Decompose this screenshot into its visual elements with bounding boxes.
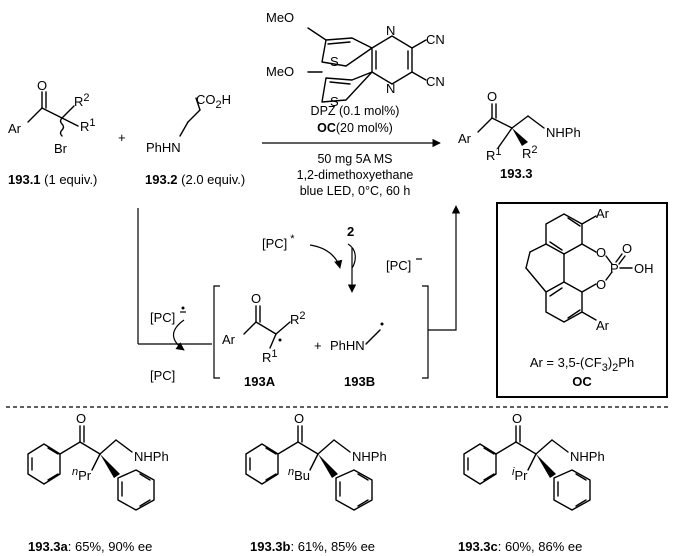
dpz-loading: DPZ (0.1 mol%) [311,104,400,118]
product-o: O [487,89,497,104]
oc-o-top: O [596,245,606,260]
reactant1-r2: R2 [74,92,90,109]
intermediate-193b: PhHN 193B [330,322,384,389]
ex-b-nhph: NHPh [352,449,387,464]
product-r1: R1 [486,146,502,163]
reactant2-label: 193.2 (2.0 equiv.) [145,172,245,187]
example-193-3b: O NHPh nBu 193.3b: 61%, 85% ee [245,411,387,554]
dpz-cn-bottom: CN [426,74,445,89]
compound-2: 2 [347,224,354,239]
condition-solvent: 1,2-dimethoxyethane [297,168,414,182]
pc-minus-right: [PC] [386,258,411,273]
product-ar: Ar [458,131,472,146]
reactant1-o: O [37,78,47,93]
reactant-193-2: CO2H PhHN 193.2 (2.0 equiv.) [145,92,245,187]
int-a-ar: Ar [222,332,236,347]
ex-c-o: O [512,411,522,426]
product-nhph: NHPh [546,125,581,140]
pc-minus-left: [PC] [150,310,175,325]
dpz-cn-top: CN [426,32,445,47]
int-b-phhn: PhHN [330,338,365,353]
oc-oh: OH [634,261,654,276]
ex-c-substituent: iPr [512,466,528,483]
product-label: 193.3 [500,166,533,181]
oc-loading: OC(20 mol%) [317,121,393,135]
int-a-r2: R2 [290,310,306,327]
reactant-193-1: O Ar R2 R1 Br 193.1 (1 equiv.) [8,78,97,187]
dpz-meo-bottom: MeO [266,64,294,79]
condition-sieves: 50 mg 5A MS [317,152,392,166]
ex-b-substituent: nBu [288,466,310,483]
dpz-n-top: N [386,23,395,38]
product-193-3: O Ar NHPh R1 R2 193.3 [458,89,581,181]
oc-catalyst-box: Ar Ar O O P O OH Ar = 3,5-(CF3)2Ph OC [496,202,668,398]
ex-b-label: 193.3b: 61%, 85% ee [250,539,375,554]
reactant1-r1: R1 [80,117,96,134]
pc-star: [PC]* [262,233,295,251]
reactant2-co2h: CO2H [196,92,231,111]
product-r2: R2 [522,144,538,161]
ex-b-o: O [294,411,304,426]
dpz-s-bottom: S [330,94,339,109]
pc-minus-left-radical [181,306,185,310]
int-a-o: O [251,291,261,306]
oc-ar-definition: Ar = 3,5-(CF3)2Ph [530,355,634,374]
ex-c-label: 193.3c: 60%, 86% ee [458,539,582,554]
mechanism-cycle: [PC]* 2 [PC] [PC] [PC] O Ar R2 R1 193A +… [137,205,461,389]
oc-label: OC [572,374,592,389]
ex-a-nhph: NHPh [134,449,169,464]
int-a-label: 193A [244,374,276,389]
dpz-structure: MeO MeO S S N N CN CN [266,10,445,109]
oc-loading-rest: (20 mol%) [336,121,393,135]
oc-ar-top: Ar [596,206,610,221]
ex-a-substituent: nPr [72,466,92,483]
plus-sign: + [118,130,126,145]
intermediate-193a: O Ar R2 R1 193A [222,291,306,389]
ex-a-o: O [76,411,86,426]
condition-light: blue LED, 0°C, 60 h [300,184,411,198]
reactant1-ar: Ar [8,121,22,136]
int-b-label: 193B [344,374,375,389]
oc-p: P [610,261,619,276]
ex-a-label: 193.3a: 65%, 90% ee [28,539,152,554]
oc-ar-bottom: Ar [596,318,610,333]
reactant1-br: Br [54,141,68,156]
reactant1-label: 193.1 (1 equiv.) [8,172,97,187]
dpz-s-top: S [330,54,339,69]
int-a-r1: R1 [262,348,278,365]
ex-c-nhph: NHPh [570,449,605,464]
mechanism-plus: + [314,338,322,353]
oc-loading-bold: OC [317,121,336,135]
dpz-n-bottom: N [386,81,395,96]
oc-o-double: O [622,241,632,256]
example-193-3a: O NHPh nPr 193.3a: 65%, 90% ee [27,411,169,554]
example-193-3c: O NHPh iPr 193.3c: 60%, 86% ee [458,411,605,554]
pc-regenerated: [PC] [150,368,175,383]
dpz-meo-top: MeO [266,10,294,25]
oc-o-bottom: O [596,277,606,292]
reactant2-phhn: PhHN [146,140,181,155]
